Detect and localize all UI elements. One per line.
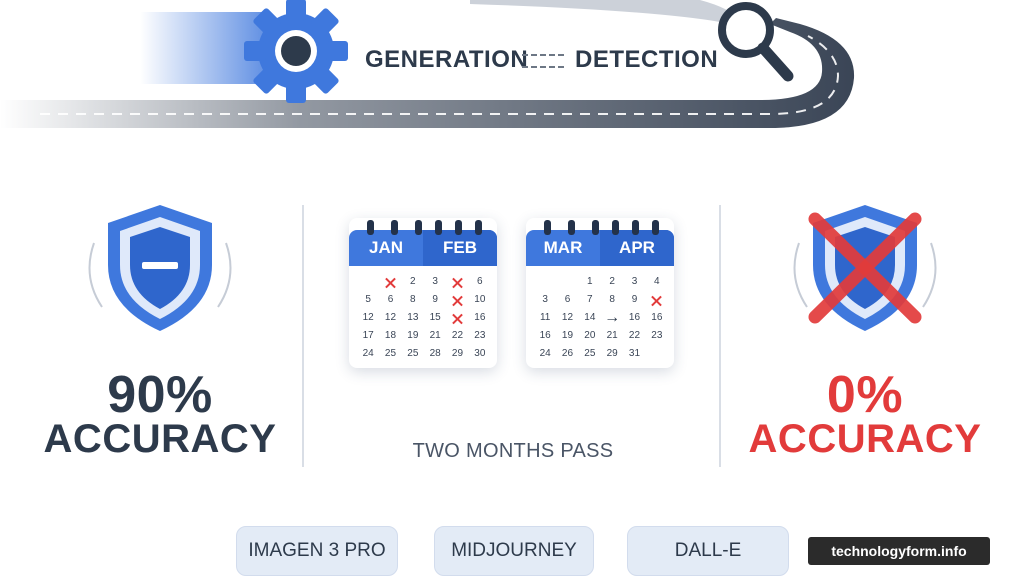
calendar-day: 3	[631, 276, 638, 287]
calendar-day: 2	[410, 276, 416, 287]
model-chip-dalle: DALL-E	[627, 526, 789, 576]
month-label: JAN	[368, 238, 403, 257]
month-label: MAR	[543, 238, 583, 257]
before-accuracy-percent: 90%	[107, 366, 213, 424]
calendar-day: 31	[628, 348, 641, 359]
after-accuracy-panel: 0% ACCURACY	[745, 195, 985, 475]
calendar-day: 29	[451, 348, 464, 359]
road-graphic	[0, 0, 855, 128]
calendar-day: 21	[429, 330, 441, 341]
calendar-rings	[349, 218, 497, 238]
watermark-label: technologyform.info	[808, 537, 990, 565]
before-accuracy-panel: 90% ACCURACY	[40, 195, 280, 475]
calendar-day: 8	[609, 294, 615, 305]
calendar-day: 30	[474, 348, 486, 359]
calendar-day: 29	[606, 348, 618, 359]
generation-detection-banner: GENERATION DETECTION	[0, 0, 1024, 150]
dashed-connector	[522, 54, 564, 68]
calendar-day: 3	[432, 276, 438, 287]
calendar-day: 6	[477, 276, 483, 287]
time-caption: TWO MONTHS PASS	[412, 440, 614, 462]
calendar-day: 4	[654, 276, 660, 287]
calendar-header: MAR APR	[526, 230, 674, 266]
calendar-day: 7	[587, 294, 593, 305]
crossed-out-day-icon	[646, 292, 668, 308]
crossed-out-day-icon	[446, 292, 468, 308]
calendar-day: 16	[628, 312, 641, 323]
calendar-day: 1	[587, 276, 593, 287]
calendar-day: 9	[432, 294, 438, 305]
gear-icon	[244, 0, 348, 103]
calendar-day: 16	[474, 312, 486, 323]
arrow-right-icon: →	[604, 309, 621, 326]
magnifying-glass-icon	[718, 2, 794, 82]
calendar-day: 25	[384, 348, 397, 359]
calendar-day: 28	[429, 348, 441, 359]
calendar-day: 17	[362, 330, 374, 341]
calendar-day: 24	[362, 348, 374, 359]
calendar-day: 16	[651, 312, 663, 323]
calendar-day: 6	[564, 294, 571, 305]
calendar-day: 15	[429, 312, 441, 323]
before-accuracy-word: ACCURACY	[43, 417, 277, 461]
calendar-day	[556, 274, 578, 290]
calendar-day: 11	[539, 312, 551, 323]
calendar-day: 25	[407, 348, 419, 359]
detection-label: DETECTION	[575, 46, 719, 73]
after-accuracy-word: ACCURACY	[748, 417, 982, 461]
divider-right	[719, 205, 721, 467]
calendar-day	[534, 364, 556, 380]
after-accuracy-percent: 0%	[826, 366, 904, 424]
calendar-day: 9	[631, 294, 638, 305]
calendar-day: 21	[606, 330, 618, 341]
calendar-day	[357, 364, 379, 380]
calendar-day: 23	[651, 330, 663, 341]
calendar-day	[379, 364, 401, 380]
calendar-day: 14	[584, 312, 596, 323]
calendar-day: 19	[407, 330, 419, 341]
model-chip-midjourney: MIDJOURNEY	[434, 526, 594, 576]
calendar-header: JAN FEB	[349, 230, 497, 266]
calendar-day: 19	[561, 330, 574, 341]
calendar-day: 12	[561, 312, 574, 323]
generation-label: GENERATION	[365, 46, 529, 73]
crossed-out-day-icon	[446, 310, 468, 326]
crossed-out-day-icon	[379, 274, 401, 290]
calendar-day: 25	[584, 348, 596, 359]
calendar-rings	[526, 218, 674, 238]
calendar-day: 22	[628, 330, 641, 341]
calendar-day: 6	[387, 294, 394, 305]
model-chip-imagen: IMAGEN 3 PRO	[236, 526, 398, 576]
calendar-day: 13	[407, 312, 419, 323]
calendar-day: 10	[474, 294, 486, 305]
divider-left	[302, 205, 304, 467]
shield-crossed-icon	[793, 205, 937, 331]
calendar-day	[646, 346, 668, 362]
crossed-out-day-icon	[446, 274, 468, 290]
calendar-day: 12	[384, 312, 397, 323]
calendar-day: 2	[609, 276, 615, 287]
calendar-day: 18	[384, 330, 397, 341]
month-label: APR	[600, 230, 674, 266]
calendar-day: 24	[539, 348, 551, 359]
month-label: FEB	[423, 230, 497, 266]
calendar-day: 22	[451, 330, 464, 341]
calendar-day: 12	[362, 312, 374, 323]
calendar-day: 20	[584, 330, 596, 341]
calendar-day	[357, 274, 379, 290]
calendar-day: 23	[474, 330, 486, 341]
calendar-day: 3	[542, 294, 548, 305]
calendar-day: 16	[539, 330, 551, 341]
calendar-day: 5	[365, 294, 371, 305]
calendar-day: 8	[410, 294, 416, 305]
calendar-day	[534, 274, 556, 290]
calendar-day: 26	[561, 348, 574, 359]
shield-minus-icon	[88, 205, 232, 331]
